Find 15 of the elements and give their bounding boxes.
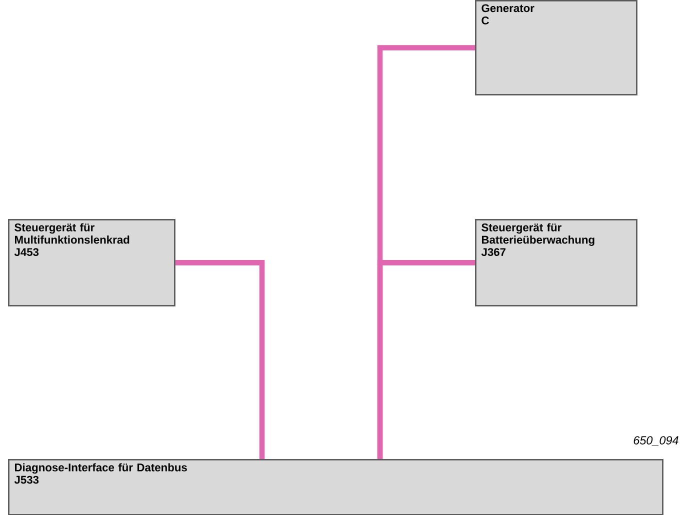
box-label: C <box>482 16 489 24</box>
box-label: Steuergerät für Multifunktionslenkrad <box>14 223 130 244</box>
box-label: Generator <box>482 4 534 12</box>
control-unit-box <box>475 0 638 96</box>
box-label: J367 <box>481 248 506 256</box>
control-unit-box <box>475 219 638 306</box>
box-label: Steuergerät für Batterieüberwachung <box>482 223 594 246</box>
control-unit-box <box>8 459 664 515</box>
figure-number: 650_094 <box>634 436 678 446</box>
control-unit-box <box>8 219 176 306</box>
box-label: J533 <box>14 476 39 484</box>
box-label: J453 <box>14 248 39 256</box>
box-label: Diagnose-Interface für Datenbus <box>15 463 187 474</box>
bus-line <box>175 260 265 459</box>
bus-line <box>377 260 475 459</box>
